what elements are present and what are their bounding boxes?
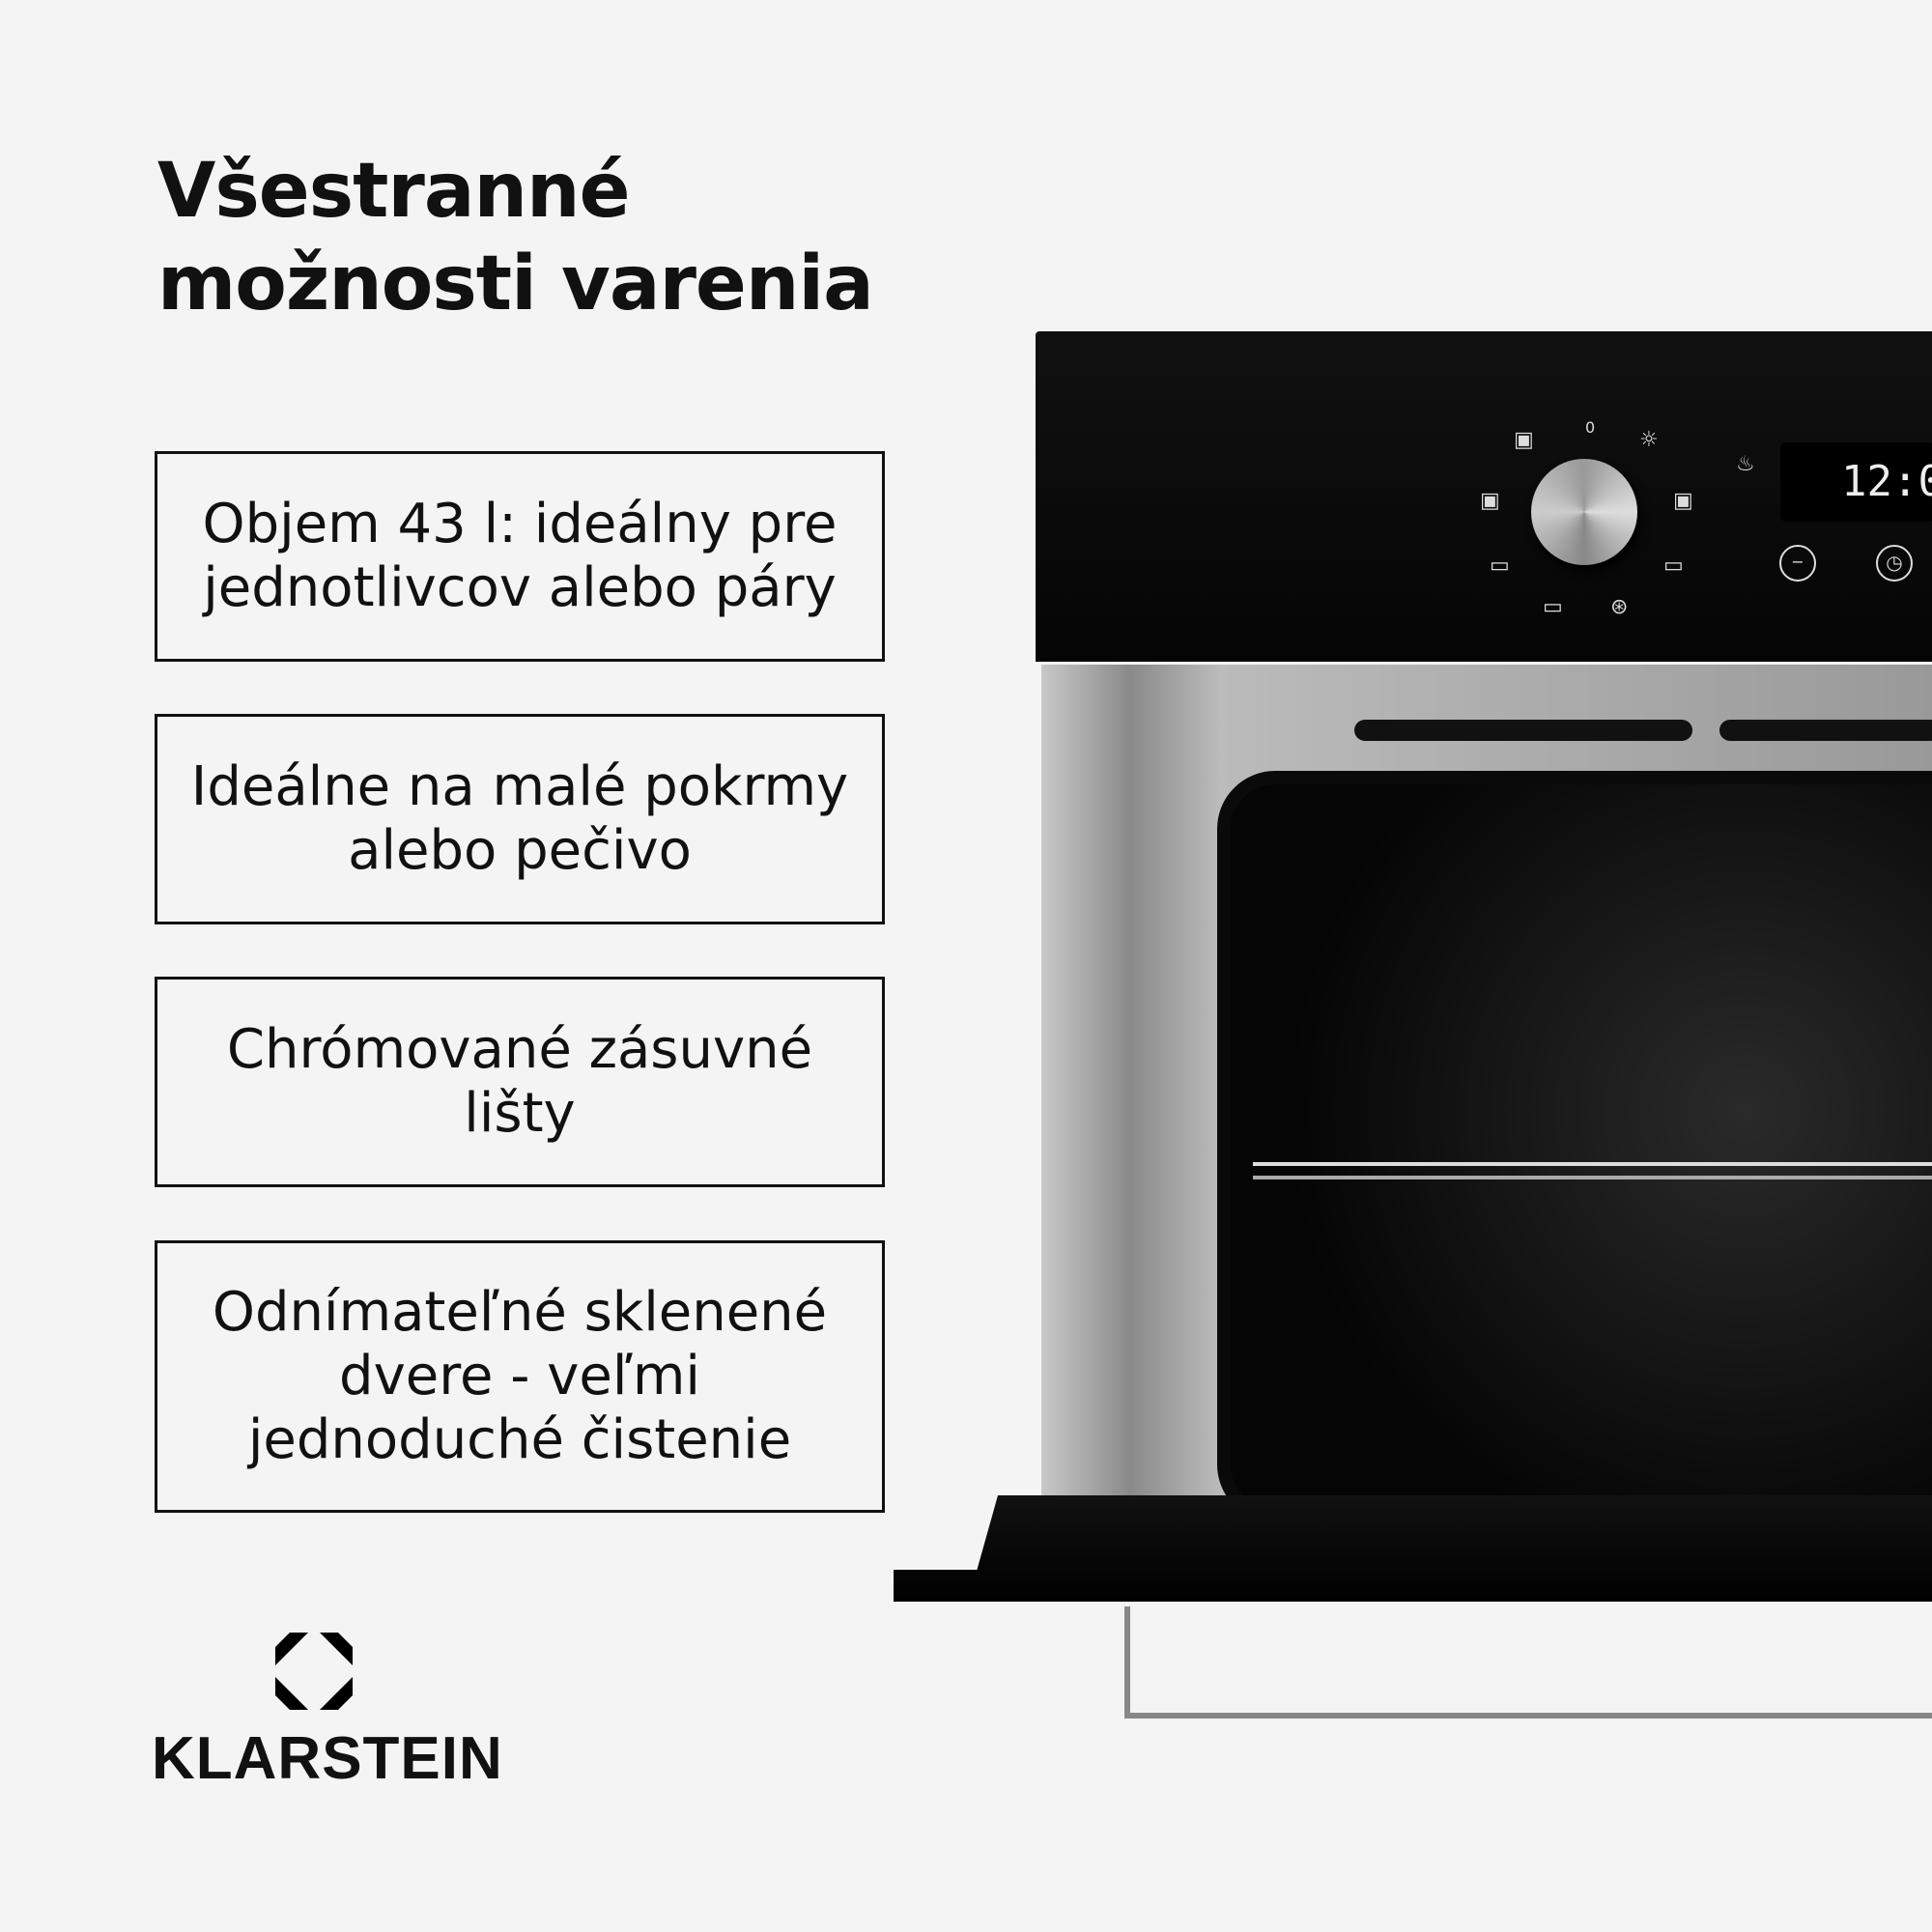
top-grill-icon: ▣ — [1480, 489, 1500, 513]
vent-slots — [1354, 720, 1692, 741]
top-bottom-heat-icon: ▭ — [1490, 554, 1510, 578]
feature-box: Chrómované zásuvné lišty — [155, 977, 885, 1187]
oven-door[interactable] — [894, 1495, 1932, 1602]
feature-text: Objem 43 l: ideálny pre jednotlivcov ale… — [202, 493, 838, 619]
clock-button[interactable]: ◷ — [1876, 545, 1913, 582]
feature-text: Ideálne na malé pokrmy alebo pečivo — [190, 755, 849, 882]
feature-box: Ideálne na malé pokrmy alebo pečivo — [155, 714, 885, 924]
page-title: Všestranné možnosti varenia — [157, 145, 874, 330]
bottom-heat-icon: ▭ — [1663, 554, 1684, 578]
feature-text: Odnímateľné sklenené dvere - veľmi jedno… — [212, 1281, 828, 1471]
feature-box: Objem 43 l: ideálny pre jednotlivcov ale… — [155, 451, 885, 662]
timer-display — [1780, 442, 1932, 522]
vent-slots — [1719, 720, 1932, 741]
steam-icon: ♨ — [1736, 452, 1755, 476]
grill-mode-icon: ▣ — [1514, 428, 1534, 452]
klarstein-logo-icon — [275, 1633, 353, 1710]
title-line-1: Všestranné — [157, 148, 630, 235]
lamp-icon: ☼ — [1639, 428, 1659, 452]
oven-cavity — [1217, 771, 1932, 1522]
oven-image: 0 ▣ ☼ ▣ ▣ ▭ ▭ ▭ ⊛ ♨ 12:00 − ◷ — [894, 331, 1932, 1761]
brand-logo: KLARSTEIN — [152, 1725, 503, 1792]
temperature-knob[interactable] — [1531, 459, 1637, 565]
knob-zero-label: 0 — [1585, 418, 1596, 437]
title-line-2: možnosti varenia — [157, 241, 874, 327]
feature-box: Odnímateľné sklenené dvere - veľmi jedno… — [155, 1240, 885, 1513]
feature-text: Chrómované zásuvné lišty — [226, 1018, 813, 1145]
door-handle[interactable] — [1124, 1606, 1932, 1719]
oven-rack — [1253, 1162, 1932, 1179]
display-time: 12:00 — [1841, 457, 1932, 506]
fan-icon: ⊛ — [1610, 595, 1629, 619]
minus-button[interactable]: − — [1779, 545, 1816, 582]
top-heat-icon: ▭ — [1543, 595, 1563, 619]
defrost-icon: ▣ — [1673, 489, 1693, 513]
